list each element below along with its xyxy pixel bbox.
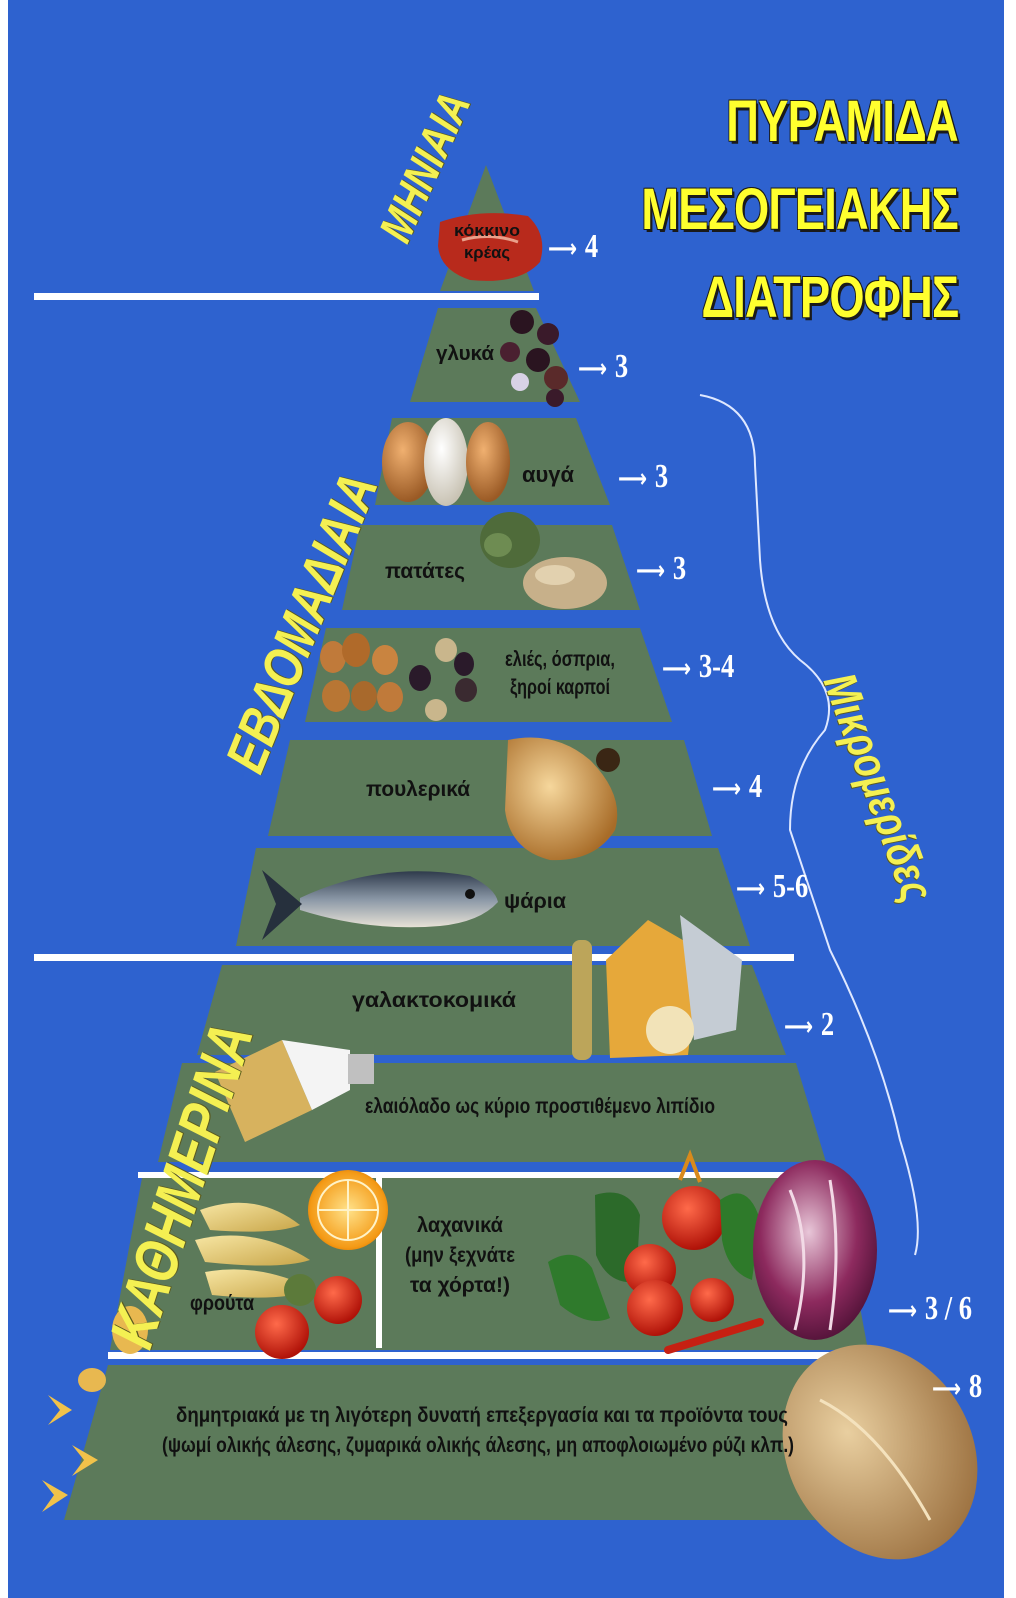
arrow-icon: ⟶: [636, 556, 665, 586]
arrow-icon: ⟶: [578, 354, 607, 384]
serving-value: 2: [821, 1006, 834, 1043]
serving-value: 5-6: [773, 868, 808, 905]
serving-value: 4: [585, 228, 598, 265]
serving-eggs: ⟶3: [618, 458, 668, 496]
serving-value: 3: [615, 348, 628, 385]
arrow-icon: ⟶: [932, 1374, 961, 1404]
tier-label-olives-2: ξηροί καρποί: [510, 676, 610, 699]
tier-label-sweets: γλυκά: [436, 343, 495, 365]
serving-dairy: ⟶2: [784, 1006, 834, 1044]
serving-value: 4: [749, 768, 762, 805]
tier-poultry: [268, 740, 712, 836]
arrow-icon: ⟶: [548, 234, 577, 264]
tier-label-red-meat-1: κόκκινο: [454, 221, 520, 240]
serving-value: 3: [655, 458, 668, 495]
orange-icon: [308, 1170, 388, 1250]
arrow-icon: ⟶: [662, 654, 691, 684]
serving-value: 3 / 6: [925, 1290, 972, 1327]
serving-poultry: ⟶4: [712, 768, 762, 806]
tier-label-olives-1: ελιές, όσπρια,: [505, 648, 615, 671]
title-line-1: ΠΥΡΑΜΙΔΑ: [726, 88, 958, 155]
title-line-2: ΜΕΣΟΓΕΙΑΚΗΣ: [641, 176, 958, 243]
tier-label-olive-oil: ελαιόλαδο ως κύριο προστιθέμενο λιπίδιο: [365, 1095, 715, 1118]
tier-label-grains-1: δημητριακά με τη λιγότερη δυνατή επεξεργ…: [176, 1404, 788, 1427]
grains-separator-top: [108, 1352, 878, 1359]
tier-label-veg-2: (μην ξεχνάτε: [405, 1244, 515, 1267]
eggs-icon: [382, 418, 510, 506]
arrow-icon: ⟶: [888, 1296, 917, 1326]
serving-fruit-veg: ⟶ 3 / 6: [888, 1290, 972, 1328]
serving-red-meat: ⟶4: [548, 228, 598, 266]
serving-value: 3-4: [699, 648, 734, 685]
tier-label-poultry: πουλερικά: [366, 778, 470, 801]
tier-label-fish: ψάρια: [504, 890, 566, 913]
serving-fish: ⟶ 5-6: [736, 868, 808, 906]
serving-potatoes: ⟶3: [636, 550, 686, 588]
serving-sweets: ⟶3: [578, 348, 628, 386]
tier-label-veg-3: τα χόρτα!): [410, 1274, 510, 1297]
chicken-icon: [505, 738, 620, 861]
arrow-icon: ⟶: [784, 1012, 813, 1042]
arrow-icon: ⟶: [736, 874, 765, 904]
tier-label-fruit: φρούτα: [190, 1292, 254, 1315]
serving-value: 3: [673, 550, 686, 587]
arrow-icon: ⟶: [618, 464, 647, 494]
monthly-weekly-separator: [34, 293, 539, 300]
serving-grains: ⟶8: [932, 1368, 982, 1406]
serving-olives: ⟶ 3-4: [662, 648, 734, 686]
serving-value: 8: [969, 1368, 982, 1405]
tier-label-red-meat-2: κρέας: [464, 243, 510, 262]
fruit-veg-separator-top: [138, 1172, 838, 1178]
cabbage-icon: [753, 1160, 877, 1340]
tier-label-potatoes: πατάτες: [385, 560, 465, 583]
title-line-3: ΔΙΑΤΡΟΦΗΣ: [701, 264, 958, 331]
tier-label-veg-1: λαχανικά: [417, 1214, 503, 1237]
tier-label-grains-2: (ψωμί ολικής άλεσης, ζυμαρικά ολικής άλε…: [162, 1434, 794, 1457]
arrow-icon: ⟶: [712, 774, 741, 804]
tier-label-eggs: αυγά: [522, 462, 574, 487]
tier-label-dairy: γαλακτοκομικά: [352, 989, 516, 1012]
